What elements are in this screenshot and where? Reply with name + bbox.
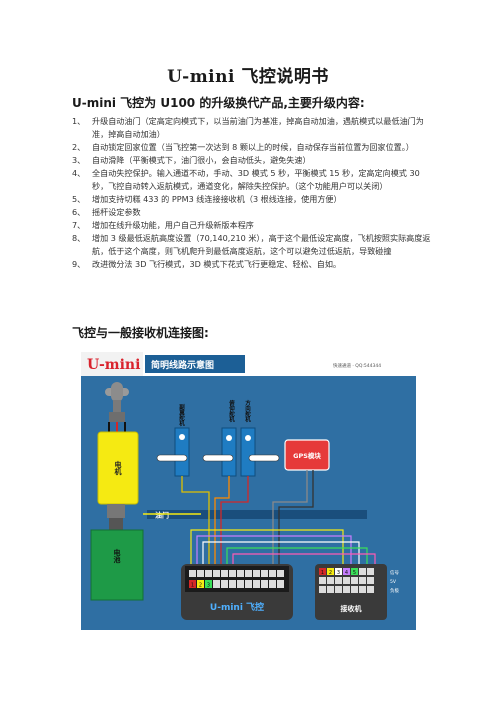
list-item: 2、自动锁定回家位置（当飞控第一次达到 8 颗以上的时候，自动保存当前位置为回家… [72,141,432,154]
fc-pins [189,570,284,577]
list-item: 7、增加在线升级功能，用户自己升级新版本程序 [72,219,432,232]
item-number: 9、 [72,259,86,269]
throttle-bar [147,510,367,519]
rx-channel-number: 2 [329,570,332,576]
list-item: 5、增加支持切糕 433 的 PPM3 线连接接收机（3 根线连接，使用方便） [72,193,432,206]
item-number: 4、 [72,168,86,178]
section-title: 飞控与一般接收机连接图: [72,326,209,340]
elevator-servo-label: 俯仰舵机 [228,399,236,424]
header-note: 快速通道 · QQ:544344 [333,362,381,369]
item-number: 8、 [72,233,86,243]
rx-channel-number: 5 [353,570,356,576]
item-text: 自动锁定回家位置（当飞控第一次达到 8 颗以上的时候，自动保存当前位置为回家位置… [92,142,414,152]
fc-channel-number: 3 [207,583,210,589]
rx-channel-number: 1 [321,570,324,576]
subtitle: U-mini 飞控为 U100 的升级换代产品,主要升级内容: [72,96,365,110]
item-text: 增加 3 级最低返航高度设置（70,140,210 米），高于这个最低设定高度，… [92,233,431,256]
aileron-servo [156,427,190,477]
gps-label: GPS模块 [293,451,321,460]
item-text: 升级自动油门（定高定向模式下，以当前油门为基准，掉高自动加油，遇航模式以最低油门… [92,116,424,139]
list-item: 8、增加 3 级最低返航高度设置（70,140,210 米），高于这个最低设定高… [72,232,432,258]
receiver-pins: 1 2 3 4 5 [319,568,374,593]
upgrade-list: 1、升级自动油门（定高定向模式下，以当前油门为基准，掉高自动加油，遇航模式以最低… [72,115,432,271]
rx-channel-number: 4 [345,570,348,576]
propeller-icon [105,382,129,422]
item-text: 摇杆设定参数 [92,207,141,217]
battery-label: 电池 [113,548,121,564]
fc-channel-number: 2 [199,583,202,589]
item-number: 1、 [72,116,86,126]
fc-label: U-mini 飞控 [210,601,264,613]
rudder-servo-label: 方向舵机 [244,399,252,424]
item-number: 5、 [72,194,86,204]
aileron-servo-label: 副翼舵机 [178,403,186,428]
fc-channel-number: 1 [191,583,194,589]
list-item: 9、改进微分法 3D 飞行模式，3D 模式下花式飞行更稳定、轻松、自如。 [72,258,432,271]
list-item: 4、全自动失控保护。输入通道不动，手动、3D 模式 5 秒，平衡模式 15 秒，… [72,167,432,193]
rx-5v-label: 5V [390,579,397,585]
item-text: 改进微分法 3D 飞行模式，3D 模式下花式飞行更稳定、轻松、自如。 [92,259,342,269]
wiring-diagram: U-mini 简明线路示意图 快速通道 · QQ:544344 电机 电池 油门… [81,352,416,630]
page-title: U-mini 飞控说明书 [167,67,329,87]
rx-signal-label: 信号 [390,569,399,576]
list-item: 3、自动滑降（平衡模式下，油门很小，会自动低头，避免失速） [72,154,432,167]
throttle-label: 油门 [155,511,169,520]
list-item: 1、升级自动油门（定高定向模式下，以当前油门为基准，掉高自动加油，遇航模式以最低… [72,115,432,141]
header-title-bar [145,355,245,373]
brand-logo: U-mini [87,357,140,373]
item-number: 7、 [72,220,86,230]
item-text: 增加支持切糕 433 的 PPM3 线连接接收机（3 根线连接，使用方便） [92,194,342,204]
item-text: 自动滑降（平衡模式下，油门很小，会自动低头，避免失速） [92,155,311,165]
receiver-label: 接收机 [341,604,362,613]
list-item: 6、摇杆设定参数 [72,206,432,219]
header-title: 简明线路示意图 [151,359,214,371]
motor-label: 电机 [114,460,122,476]
item-number: 3、 [72,155,86,165]
rx-gnd-label: 负极 [390,587,399,594]
item-text: 全自动失控保护。输入通道不动，手动、3D 模式 5 秒，平衡模式 15 秒，定高… [92,168,420,191]
fc-channel-row: 1 2 3 [189,580,284,589]
item-number: 6、 [72,207,86,217]
brand-band [81,352,143,376]
battery-block [90,529,144,601]
item-text: 增加在线升级功能，用户自己升级新版本程序 [92,220,254,230]
rx-channel-number: 3 [337,570,340,576]
item-number: 2、 [72,142,86,152]
